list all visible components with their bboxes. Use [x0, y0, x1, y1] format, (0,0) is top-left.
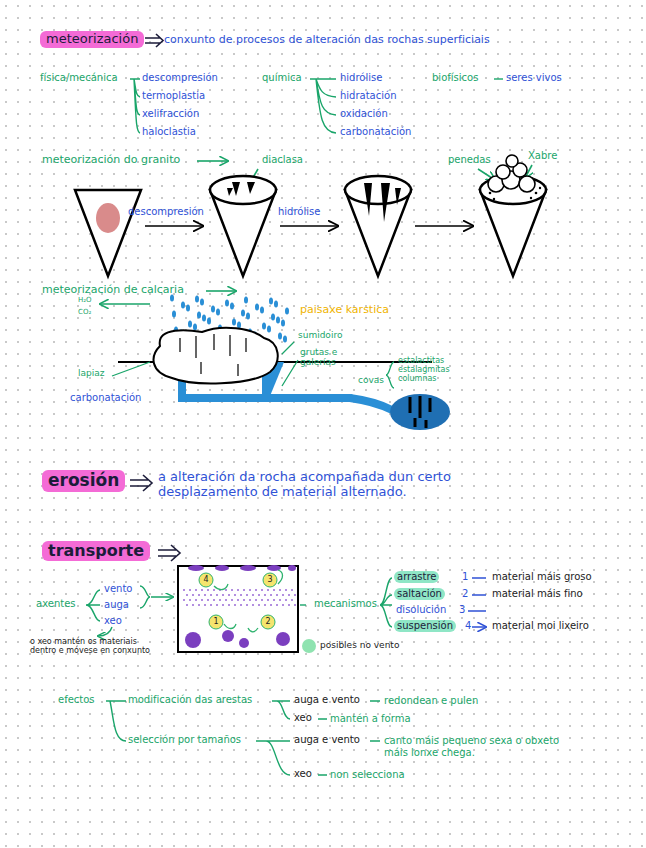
process: hidratación — [340, 90, 396, 102]
callout-number: 1 — [213, 617, 218, 626]
category: axentes — [36, 598, 76, 610]
process: carbonatación — [340, 126, 411, 138]
definition: conxunto de procesos de alteración das r… — [164, 34, 490, 47]
node-text: arrastre — [397, 571, 436, 582]
callout-number: 2 — [462, 588, 468, 600]
agent: vento — [104, 583, 132, 595]
process: descompresión — [142, 72, 218, 84]
result: redondean e pulen — [384, 695, 478, 707]
step-label: hidrólise — [278, 206, 320, 218]
note: material moi lixeiro — [492, 620, 589, 632]
definition: a alteración da rocha acompañada dun cer… — [158, 470, 518, 500]
agent: xeo — [104, 615, 122, 627]
arrows — [100, 161, 532, 627]
mechanism-tag: arrastre — [394, 571, 439, 583]
part-label: sumidoiro — [298, 330, 342, 340]
mechanism-tag: suspensión — [394, 620, 456, 632]
callout-number: 3 — [459, 604, 465, 616]
process: oxidación — [340, 108, 388, 120]
heading-band: meteorización — [40, 31, 144, 48]
note: material máis fino — [492, 588, 583, 600]
process: xelifracción — [142, 108, 199, 120]
agent: auga e vento — [294, 694, 360, 706]
node-text: meteorización — [46, 31, 138, 46]
part-label: grutas e galerías — [300, 347, 362, 368]
note: material máis groso — [492, 571, 592, 583]
process: haloclastia — [142, 126, 196, 138]
step-label: descompresión — [128, 206, 204, 218]
part-label: estalactitas estalagmitas columnas — [398, 356, 464, 384]
category: biofísicos — [432, 72, 478, 84]
part-label: Xabre — [528, 150, 557, 162]
agent: xeo — [294, 712, 312, 724]
callout-number: 4 — [465, 620, 471, 632]
formula: CO₂ — [78, 308, 91, 316]
transport-box — [178, 565, 316, 653]
part-label: diaclasa — [262, 154, 303, 166]
heading-band: erosión — [42, 470, 125, 492]
result: mantén a forma — [330, 713, 411, 725]
node-text: transporte — [48, 541, 144, 560]
node-text: suspensión — [397, 620, 453, 631]
note: o xeo mantén os materiais dentro e móves… — [30, 637, 154, 655]
category: química — [262, 72, 302, 84]
result: canto máis pequeno sexa o obxeto máis lo… — [384, 735, 564, 758]
part-label: lapiaz — [78, 368, 104, 378]
process: carbonatación — [70, 392, 141, 404]
part-label: penedas — [448, 154, 491, 166]
heading-band: transporte — [42, 541, 150, 561]
result: non selecciona — [330, 769, 405, 781]
category: efectos — [58, 694, 95, 706]
mechanism-tag: saltación — [394, 588, 445, 600]
agent: auga e vento — [294, 734, 360, 746]
callout-number: 2 — [265, 617, 270, 626]
granite-cones — [75, 155, 546, 276]
mechanism: disolución — [396, 604, 446, 616]
section-title: meteorización de calcaria — [42, 284, 184, 297]
effect: selección por tamaños — [128, 734, 241, 746]
note: posibles no vento — [320, 640, 399, 650]
part-label: covas — [358, 375, 384, 385]
process: termoplastia — [142, 90, 205, 102]
section-title: meteorización do granito — [42, 154, 180, 167]
agent: xeo — [294, 768, 312, 780]
node-text: erosión — [48, 470, 119, 490]
callout-number: 3 — [267, 575, 272, 584]
process: seres vivos — [506, 72, 562, 84]
callout-number: 1 — [462, 571, 468, 583]
formula: H₂O — [78, 296, 92, 304]
process: hidrólise — [340, 72, 382, 84]
node-text: saltación — [397, 588, 442, 599]
effect: modificación das arestas — [128, 694, 252, 706]
region-label: paisaxe karstica — [300, 304, 389, 317]
callout-number: 4 — [203, 575, 208, 584]
category: mecanismos — [314, 598, 377, 610]
category: física/mecánica — [40, 72, 118, 84]
agent: auga — [104, 599, 129, 611]
brackets — [86, 79, 503, 775]
